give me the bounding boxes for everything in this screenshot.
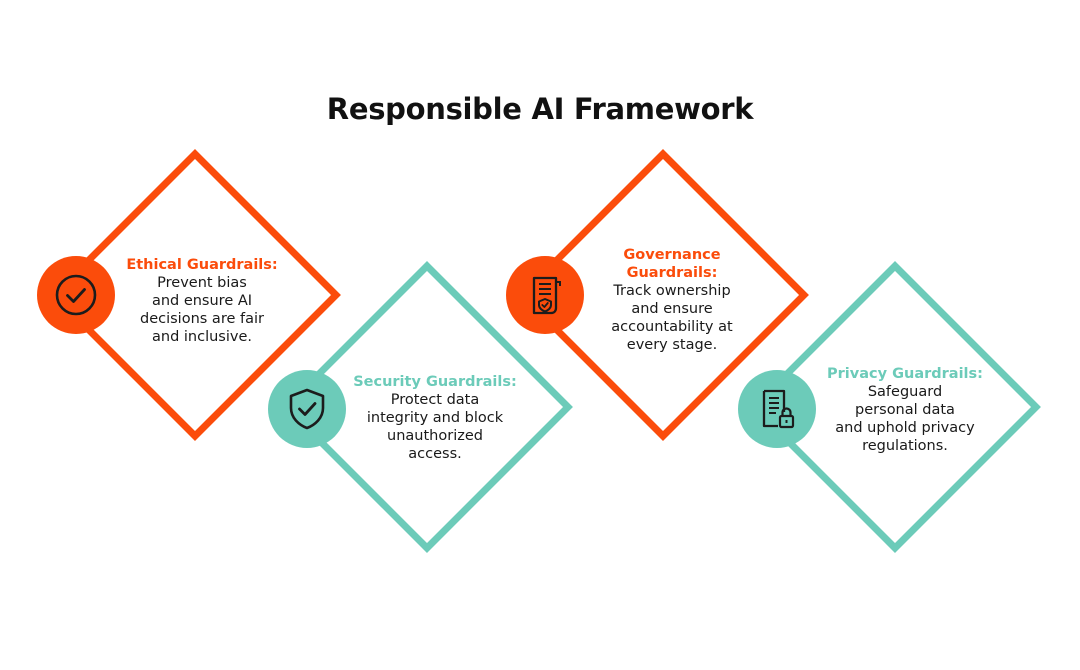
- governance-icon-circle: [506, 256, 584, 334]
- ethical-description: Prevent bias and ensure AI decisions are…: [140, 275, 264, 345]
- governance-heading: Governance Guardrails:: [623, 247, 721, 281]
- privacy-description: Safeguard personal data and uphold priva…: [835, 384, 975, 454]
- ethical-icon-circle: [37, 256, 115, 334]
- document-shield-icon: [532, 276, 561, 315]
- shield-check-icon: [289, 388, 325, 430]
- privacy-card-text: Privacy Guardrails: Safeguard personal d…: [812, 365, 998, 455]
- ethical-diamond: [49, 149, 341, 441]
- security-description: Protect data integrity and block unautho…: [366, 392, 504, 462]
- security-diamond: [281, 261, 573, 553]
- ethical-card-text: Ethical Guardrails: Prevent bias and ens…: [112, 256, 292, 346]
- governance-description: Track ownership and ensure accountabilit…: [611, 283, 733, 353]
- check-circle-icon: [55, 274, 97, 316]
- security-card-text: Security Guardrails: Protect data integr…: [342, 373, 528, 463]
- security-icon-circle: [268, 370, 346, 448]
- security-heading: Security Guardrails:: [353, 374, 517, 390]
- governance-diamond: [517, 149, 809, 441]
- ethical-heading: Ethical Guardrails:: [126, 257, 278, 273]
- document-lock-icon: [762, 389, 795, 429]
- privacy-heading: Privacy Guardrails:: [827, 366, 983, 382]
- page-title: Responsible AI Framework: [326, 92, 754, 126]
- privacy-icon-circle: [738, 370, 816, 448]
- governance-card-text: Governance Guardrails: Track ownership a…: [582, 246, 762, 354]
- privacy-diamond: [749, 261, 1041, 553]
